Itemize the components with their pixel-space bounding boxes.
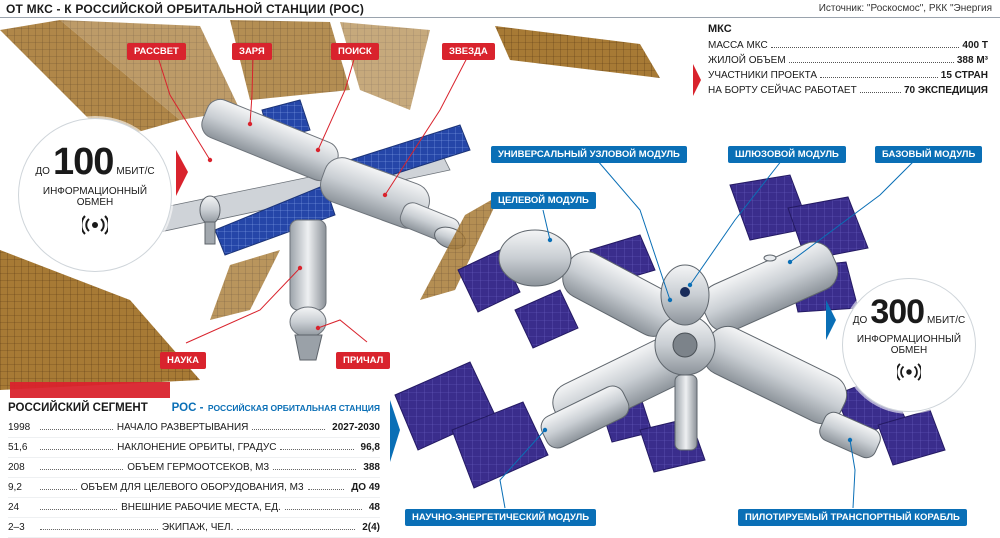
compare-red-band	[10, 382, 170, 398]
label-target-module: ЦЕЛЕВОЙ МОДУЛЬ	[491, 192, 596, 209]
iss-leader-dots	[207, 121, 388, 331]
compare-right-title: РОС -	[171, 402, 204, 414]
header-divider	[0, 17, 1000, 18]
label-poisk: ПОИСК	[331, 43, 379, 60]
ros-speed-prefix: ДО	[852, 315, 868, 326]
iss-speed-caption-1: ИНФОРМАЦИОННЫЙ	[42, 186, 148, 197]
signal-icon	[80, 215, 110, 235]
iss-speed-unit: МБИТ/С	[116, 166, 155, 177]
label-rassvet: РАССВЕТ	[127, 43, 186, 60]
label-science-power-module: НАУЧНО-ЭНЕРГЕТИЧЕСКИЙ МОДУЛЬ	[405, 509, 597, 526]
label-airlock: ШЛЮЗОВОЙ МОДУЛЬ	[728, 146, 846, 163]
iss-speed-caption-2: ОБМЕН	[76, 197, 114, 208]
source-credit: Источник: "Роскосмос", РКК "Энергия	[818, 3, 992, 14]
iss-solar-array-bottomleft	[0, 250, 200, 390]
iss-stats-title: МКС	[708, 23, 732, 35]
ros-modules	[498, 229, 881, 459]
iss-bandwidth-badge: ДО 100 МБИТ/С ИНФОРМАЦИОННЫЙ ОБМЕН	[18, 118, 172, 272]
ros-speed-unit: МБИТ/С	[927, 315, 966, 326]
red-arrow-small-icon	[693, 64, 701, 96]
label-prichal: ПРИЧАЛ	[336, 352, 391, 369]
iss-speed-value: 100	[52, 141, 114, 183]
blue-arrow-small-icon	[826, 300, 836, 340]
ros-speed-value: 300	[870, 293, 925, 331]
station-illustration	[0, 20, 946, 509]
red-arrow-icon	[176, 150, 188, 196]
ros-bandwidth-badge: ДО 300 МБИТ/С ИНФОРМАЦИОННЫЙ ОБМЕН	[842, 278, 976, 412]
iss-speed-prefix: ДО	[35, 166, 50, 177]
iss-solar-array-topright	[495, 26, 660, 78]
iss-leader-lines	[156, 53, 469, 344]
label-nauka: НАУКА	[160, 352, 206, 369]
compare-right-subtitle: РОССИЙСКАЯ ОРБИТАЛЬНАЯ СТАНЦИЯ	[207, 403, 380, 413]
label-crew-ship: ПИЛОТИРУЕМЫЙ ТРАНСПОРТНЫЙ КОРАБЛЬ	[738, 509, 967, 526]
comparison-table: РОССИЙСКИЙ СЕГМЕНТ РОС - РОССИЙСКАЯ ОРБИ…	[8, 398, 380, 538]
ros-leader-lines	[499, 159, 916, 509]
iss-solar-array-topleft	[0, 20, 240, 140]
label-zarya: ЗАРЯ	[232, 43, 272, 60]
page-title: ОТ МКС - К РОССИЙСКОЙ ОРБИТАЛЬНОЙ СТАНЦИ…	[6, 2, 365, 16]
compare-left-title: РОССИЙСКИЙ СЕГМЕНТ	[8, 402, 148, 414]
label-zvezda: ЗВЕЗДА	[442, 43, 495, 60]
iss-modules	[149, 98, 500, 361]
label-universal-node: УНИВЕРСАЛЬНЫЙ УЗЛОВОЙ МОДУЛЬ	[491, 146, 687, 163]
ros-leader-dots	[542, 237, 853, 443]
ros-speed-caption-1: ИНФОРМАЦИОННЫЙ	[856, 334, 962, 345]
iss-solar-array-top	[230, 20, 430, 110]
signal-icon	[895, 363, 923, 381]
label-base-module: БАЗОВЫЙ МОДУЛЬ	[875, 146, 983, 163]
ros-speed-caption-2: ОБМЕН	[890, 345, 928, 356]
blue-arrow-icon	[390, 400, 400, 462]
